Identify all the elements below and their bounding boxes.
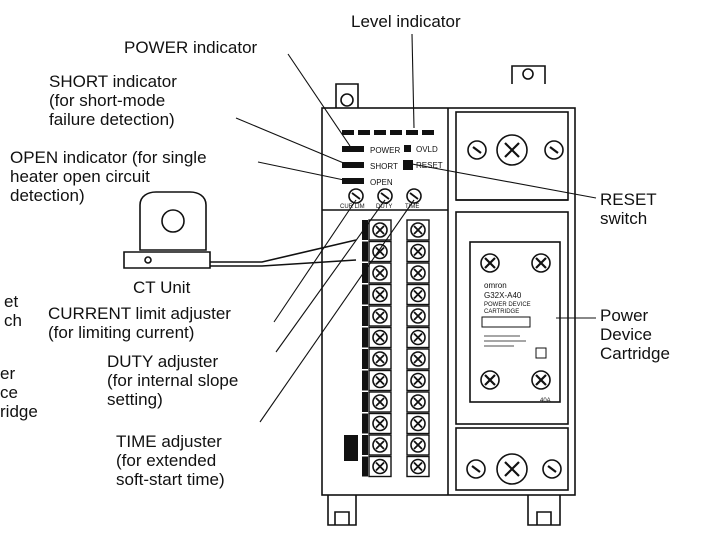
panel-power: POWER	[370, 146, 400, 155]
ct-unit-label: CT Unit	[133, 278, 191, 297]
ovld-led	[404, 145, 411, 152]
terminal-screw-slot	[413, 418, 423, 429]
terminal-separator	[362, 435, 368, 455]
panel-reset: RESET	[416, 161, 443, 170]
top-mount-hole	[340, 93, 354, 107]
terminal-screw-slot	[413, 461, 423, 472]
terminal-screw-slot	[375, 418, 385, 429]
terminal-screw-slot	[413, 375, 423, 386]
level-indicator-bar-1	[342, 130, 354, 135]
terminal-screw-slot	[413, 268, 423, 278]
short-led	[342, 162, 364, 168]
terminal-screw-slot	[413, 440, 423, 450]
terminal-screw-slot	[375, 375, 385, 386]
terminal-separator	[362, 349, 368, 369]
terminal-separator	[362, 284, 368, 305]
terminal-separator	[362, 456, 368, 477]
terminal-separator	[362, 241, 368, 262]
ct-unit-cable	[210, 239, 357, 263]
terminal-screw-slot	[375, 268, 385, 278]
terminal-screw-slot	[413, 397, 423, 407]
terminal-screw-slot	[375, 332, 385, 343]
panel-time: TIME	[405, 204, 419, 210]
cartridge-line2: CARTRIDGE	[484, 309, 519, 315]
panel-duty: DUTY	[376, 204, 392, 210]
ct-unit-body	[139, 191, 207, 251]
power-led	[342, 146, 364, 152]
reset-switch-label: RESET switch	[600, 190, 657, 228]
level-indicator-label: Level indicator	[351, 12, 461, 31]
duty-adjuster-label: DUTY adjuster (for internal slope settin…	[107, 352, 239, 409]
leader-current	[273, 199, 357, 323]
terminal-separator	[362, 306, 368, 326]
terminal-separator	[362, 370, 368, 391]
leader-power	[287, 53, 351, 147]
terminal-screw-slot	[375, 397, 385, 407]
leader-reset	[411, 163, 597, 199]
terminal-separator	[362, 263, 368, 283]
left-edge-fragment-2: er ce ridge	[0, 364, 38, 421]
cartridge-model: G32X-A40	[484, 291, 522, 300]
short-indicator-label: SHORT indicator (for short-mode failure …	[49, 72, 177, 129]
panel-ovld: OVLD	[416, 145, 438, 154]
left-edge-fragment-1: et ch	[4, 292, 22, 330]
terminal-screw-slot	[375, 246, 385, 257]
leader-open	[257, 161, 345, 181]
leader-duty	[275, 199, 386, 353]
cartridge-frame	[455, 211, 569, 425]
terminal-block	[362, 219, 430, 478]
bottom-screw-block	[455, 427, 569, 491]
terminal-screw-slot	[375, 289, 385, 300]
terminal-separator	[362, 392, 368, 412]
terminal-separator	[362, 327, 368, 348]
open-indicator-label: OPEN indicator (for single heater open c…	[10, 148, 207, 205]
reset-switch	[403, 160, 413, 170]
bottom-left-foot	[327, 495, 357, 526]
cartridge-rating: 40A	[540, 398, 551, 404]
terminal-screw-slot	[413, 354, 423, 364]
open-led	[342, 178, 364, 184]
ct-unit-base	[123, 251, 211, 269]
power-indicator-label: POWER indicator	[124, 38, 258, 57]
power-device-cartridge-label: Power Device Cartridge	[600, 306, 670, 363]
leader-short	[235, 117, 347, 165]
terminal-separator	[362, 413, 368, 434]
current-adjuster-label: CURRENT limit adjuster (for limiting cur…	[48, 304, 231, 342]
terminal-screw-slot	[413, 332, 423, 343]
cartridge-line1: POWER DEVICE	[484, 302, 531, 308]
panel-cur-lim: CUR LIM	[340, 204, 365, 210]
panel-open: OPEN	[370, 178, 393, 187]
top-right-bracket	[511, 65, 546, 84]
terminal-separator	[362, 220, 368, 240]
terminal-screw-slot	[375, 225, 385, 235]
leader-level	[411, 33, 415, 129]
terminal-screw-slot	[413, 311, 423, 321]
cartridge-module	[469, 241, 561, 403]
bottom-right-foot	[527, 495, 561, 526]
panel-short: SHORT	[370, 162, 398, 171]
cartridge-brand: omron	[484, 281, 507, 290]
terminal-screw-slot	[375, 461, 385, 472]
terminal-screw-slot	[413, 246, 423, 257]
terminal-screw-slot	[375, 440, 385, 450]
ct-unit-hole	[161, 209, 185, 233]
terminal-screw-slot	[375, 354, 385, 364]
terminal-screw-slot	[413, 289, 423, 300]
leader-time	[259, 199, 415, 423]
terminal-connector	[344, 435, 358, 461]
top-mount-tab	[335, 83, 359, 108]
time-adjuster-label: TIME adjuster (for extended soft-start t…	[116, 432, 225, 489]
terminal-screw-slot	[413, 225, 423, 235]
terminal-screw-slot	[375, 311, 385, 321]
